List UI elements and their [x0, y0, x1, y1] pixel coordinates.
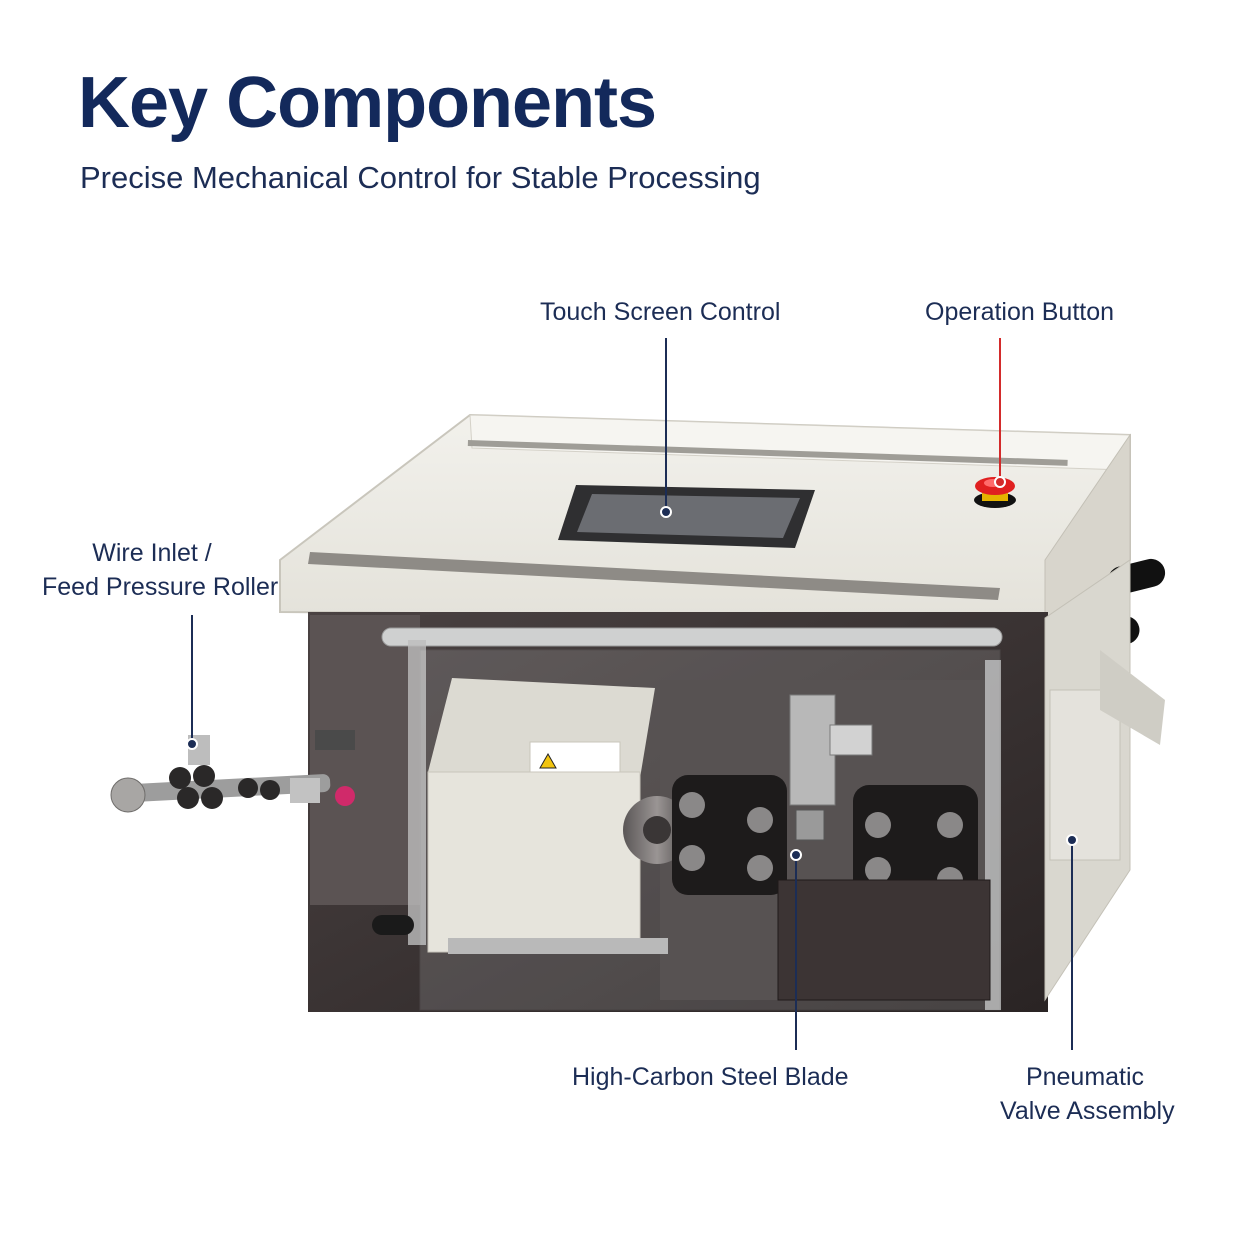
blade-label-text: High-Carbon Steel Blade — [572, 1063, 849, 1091]
wire-inlet-label: Wire Inlet / Feed Pressure Roller — [42, 536, 279, 604]
touch-screen-label: Touch Screen Control — [540, 295, 780, 329]
operation-button-leader-dot — [994, 476, 1006, 488]
page-subtitle: Precise Mechanical Control for Stable Pr… — [80, 160, 761, 195]
pneumatic-label-line1: Pneumatic — [1025, 1063, 1145, 1091]
pneumatic-label: Pneumatic Valve Assembly — [1000, 1060, 1175, 1128]
wire-inlet-label-line2: Feed Pressure Roller — [42, 573, 279, 601]
touch-screen — [558, 485, 815, 548]
wire-inlet-leader-dot — [186, 738, 198, 750]
motor-cover — [427, 678, 691, 953]
touch-screen-leader-dot — [660, 506, 672, 518]
emergency-stop-button — [974, 477, 1016, 508]
touch-screen-label-text: Touch Screen Control — [540, 298, 781, 326]
pneumatic-leader-dot — [1066, 834, 1078, 846]
operation-button-label-text: Operation Button — [925, 298, 1115, 326]
pneumatic-label-line2: Valve Assembly — [1000, 1097, 1175, 1125]
wire-inlet-label-line1: Wire Inlet / — [92, 539, 212, 567]
machine-base — [372, 915, 668, 954]
blade-leader-dot — [790, 849, 802, 861]
blade-label: High-Carbon Steel Blade — [572, 1060, 849, 1094]
operation-button-label: Operation Button — [925, 295, 1114, 329]
page-title: Key Components — [78, 63, 657, 143]
blade-assembly — [777, 694, 991, 1001]
feed-rollers — [672, 775, 978, 905]
